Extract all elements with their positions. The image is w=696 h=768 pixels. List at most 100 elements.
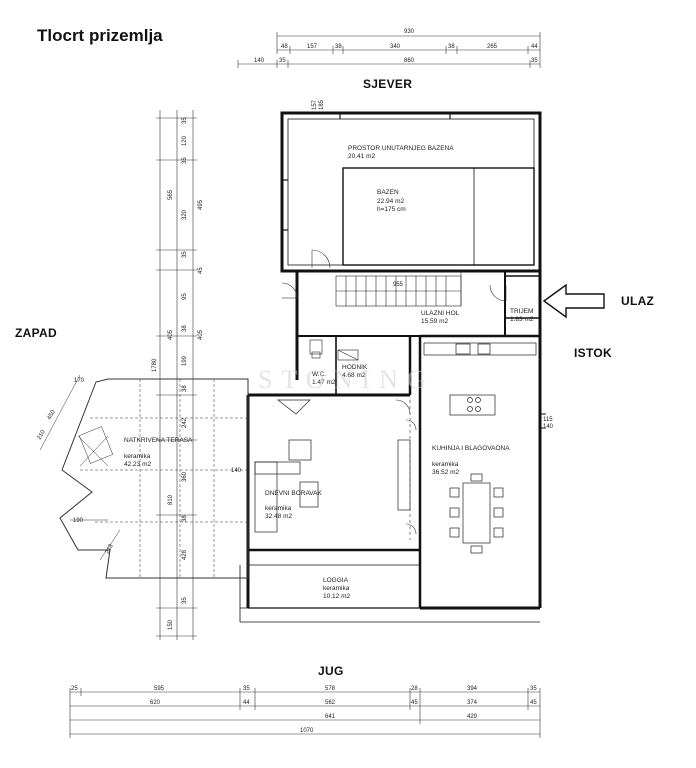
south-label: JUG [318, 664, 344, 678]
east-label: ISTOK [574, 346, 612, 360]
watermark: STONING [258, 365, 435, 394]
room-loggia-floor: keramika [323, 585, 350, 592]
room-pool-room-area: 20.41 m2 [348, 153, 375, 160]
room-loggia-area: 10.12 m2 [323, 593, 350, 600]
kitchen-furniture [423, 342, 537, 554]
room-living-area: 32.48 m2 [265, 513, 292, 520]
dim-terrace-a: 170 [74, 378, 85, 384]
room-wc-name: W.C. [312, 371, 326, 378]
dim-top: 35 [531, 58, 538, 64]
dim-left: 38 [182, 325, 188, 332]
dim-left: 45 [198, 267, 204, 274]
vestibule [504, 275, 541, 319]
bottom-dimensions [69, 688, 541, 738]
dim-bottom: 35 [243, 686, 250, 692]
dim-wall-b: 185 [319, 99, 325, 110]
room-hall-area: 15.59 m2 [421, 318, 448, 325]
room-terrace-name: NATKRIVENA TERASA [124, 437, 193, 444]
dim-top: 140 [254, 58, 265, 64]
dim-bottom: 28 [411, 686, 418, 692]
dim-left: 150 [168, 619, 174, 630]
dim-west-small: 140 [231, 468, 242, 474]
dim-left: 495 [198, 199, 204, 210]
dim-left: 1780 [152, 358, 158, 372]
dim-bottom: 620 [150, 700, 161, 706]
dim-wall-a: 157 [312, 99, 318, 110]
dim-bottom: 562 [325, 700, 336, 706]
dim-left: 38 [182, 515, 188, 522]
dim-bottom: 578 [325, 686, 336, 692]
dim-east-a: 115 [543, 417, 553, 423]
room-kitchen-area: 36.52 m2 [432, 469, 459, 476]
north-label: SJEVER [363, 77, 413, 91]
dim-top-total: 930 [404, 29, 415, 35]
plan-title: Tlocrt prizemlja [37, 26, 163, 45]
dim-bottom: 429 [467, 714, 478, 720]
dim-top: 38 [335, 44, 342, 50]
dim-top: 860 [404, 58, 415, 64]
dim-top: 35 [279, 58, 286, 64]
dim-left: 242 [182, 417, 188, 428]
room-vestibule-name: TRIJEM [510, 308, 533, 315]
dim-bottom: 595 [154, 686, 165, 692]
room-terrace-floor: keramika [124, 453, 151, 460]
living-furniture [254, 399, 411, 533]
dim-top: 157 [307, 44, 318, 50]
staircase [335, 271, 462, 307]
dim-left: 35 [182, 157, 188, 164]
dim-top: 38 [448, 44, 455, 50]
dim-bottom: 1070 [300, 728, 314, 734]
dim-left: 360 [182, 471, 188, 482]
dim-left: 405 [198, 329, 204, 340]
dim-left: 428 [182, 549, 188, 560]
dim-bottom: 374 [467, 700, 478, 706]
dim-terrace-d: 218 [105, 543, 116, 555]
dim-left: 120 [182, 135, 188, 146]
dim-left: 35 [182, 597, 188, 604]
dim-bottom: 25 [71, 686, 78, 692]
room-kitchen-floor: keramika [432, 461, 459, 468]
dim-left: 95 [182, 293, 188, 300]
dim-left: 565 [168, 189, 174, 200]
dim-terrace-b: 210 [37, 429, 48, 441]
room-wc-area: 1.47 m2 [312, 379, 336, 386]
dim-top: 340 [390, 44, 401, 50]
left-dimensions [156, 110, 197, 640]
dim-top: 48 [281, 44, 288, 50]
dim-bottom: 45 [411, 700, 418, 706]
entrance-arrow-icon [542, 283, 605, 319]
room-pool-area: 22.94 m2 [377, 198, 404, 205]
room-terrace-area: 42.23 m2 [124, 461, 151, 468]
room-pool-depth: h=175 cm [377, 206, 406, 213]
room-pool-name: BAZEN [377, 189, 399, 196]
dim-left: 199 [182, 355, 188, 366]
room-vestibule-area: 1.83 m2 [510, 316, 534, 323]
room-labels: PROSTOR UNUTARNJEG BAZENA 20.41 m2 BAZEN… [124, 145, 534, 600]
left-dimension-labels: 35 120 35 320 35 95 38 199 38 242 360 38… [152, 117, 204, 630]
dim-stair: 955 [393, 282, 404, 288]
west-label: ZAPAD [15, 326, 57, 340]
room-pool-room-name: PROSTOR UNUTARNJEG BAZENA [348, 145, 454, 152]
entrance-label: ULAZ [621, 294, 655, 308]
terrace-dim-lines [39, 374, 121, 561]
room-corridor-area: 4.68 m2 [342, 372, 366, 379]
room-corridor-name: HODNIK [342, 364, 368, 371]
room-living-name: DNEVNI BORAVAK [265, 490, 322, 497]
dim-left: 405 [168, 329, 174, 340]
terrace [59, 378, 249, 579]
room-kitchen-name: KUHINJA I BLAGOVAONA [432, 445, 510, 452]
dim-left: 35 [182, 251, 188, 258]
dim-terrace-e: 450 [47, 409, 58, 421]
dim-left: 38 [182, 385, 188, 392]
wc-fixtures [309, 339, 359, 361]
dim-top: 265 [487, 44, 498, 50]
dim-bottom: 641 [325, 714, 336, 720]
dim-east-b: 140 [543, 424, 554, 430]
dim-terrace-c: 190 [73, 518, 84, 524]
dim-left: 35 [182, 117, 188, 124]
dim-left: 810 [168, 494, 174, 505]
room-loggia-name: LOGGIA [323, 577, 349, 584]
dim-bottom: 45 [530, 700, 537, 706]
room-hall-name: ULAZNI HOL [421, 310, 460, 317]
